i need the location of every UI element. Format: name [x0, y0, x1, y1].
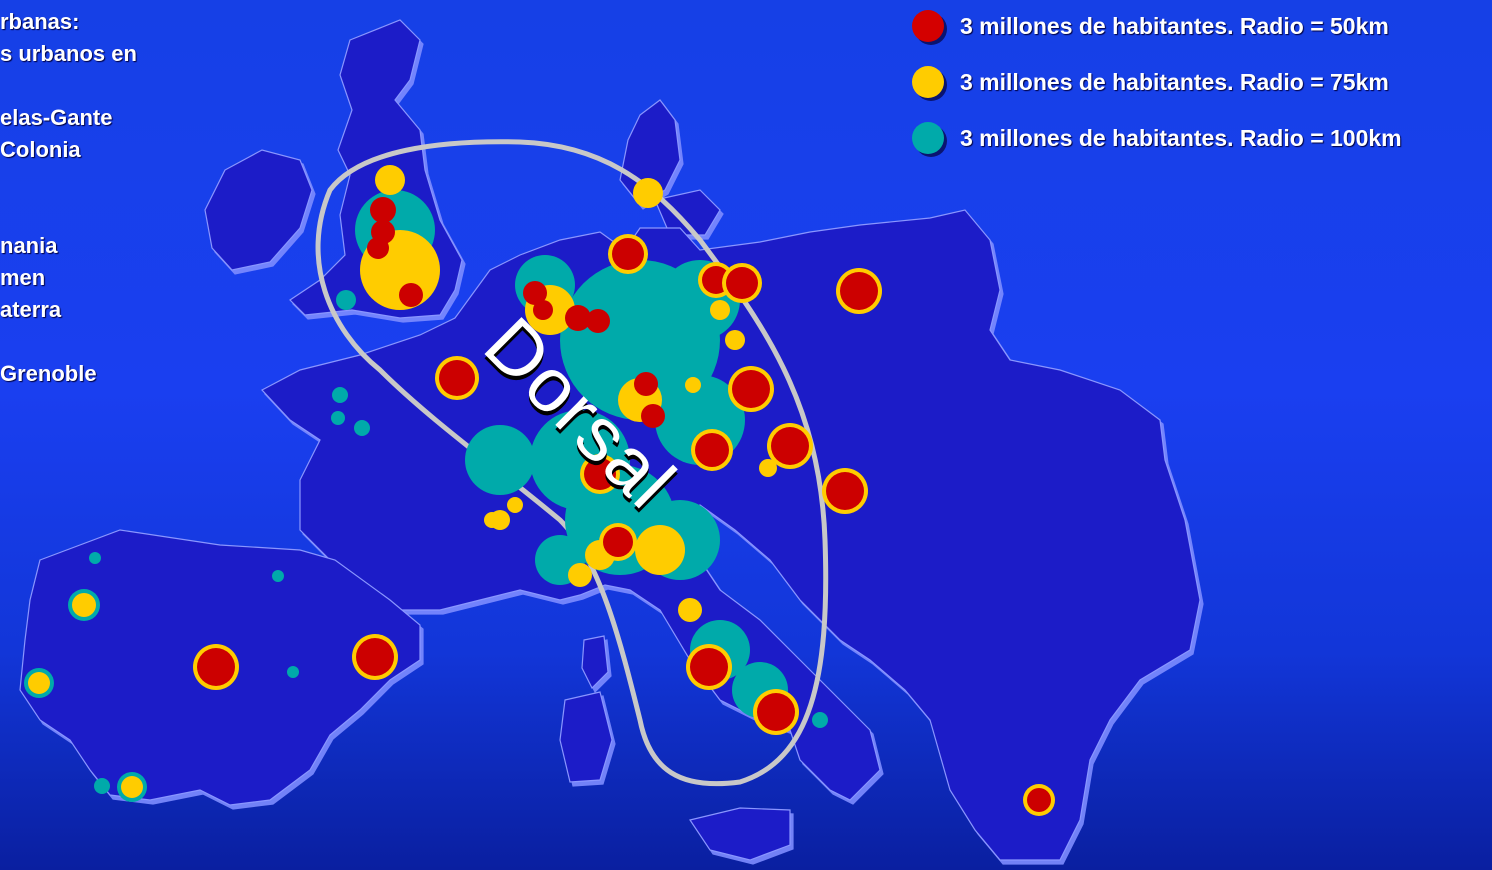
left-text-line-11: Grenoble — [0, 361, 97, 386]
yellow-blob-9 — [759, 459, 777, 477]
left-text-line-2 — [0, 70, 200, 102]
left-text-line-4: Colonia — [0, 137, 81, 162]
legend-label-75km: 3 millones de habitantes. Radio = 75km — [960, 69, 1389, 95]
land-sicily — [689, 807, 791, 861]
red-dot-icon — [912, 10, 944, 42]
left-text-line-5 — [0, 166, 200, 198]
teal-dot-1 — [354, 420, 370, 436]
red-city-1 — [612, 238, 644, 270]
yellow-blob-7 — [484, 512, 500, 528]
left-text-line-9: aterra — [0, 297, 62, 322]
teal-dot-3 — [89, 552, 101, 564]
red-city-3 — [726, 267, 758, 299]
yellow-blob-12 — [710, 300, 730, 320]
legend-label-50km: 3 millones de habitantes. Radio = 50km — [960, 13, 1389, 39]
yellow-blob-1 — [375, 165, 405, 195]
red-city-7 — [826, 472, 864, 510]
land-ireland — [204, 149, 313, 271]
teal-dot-icon — [912, 122, 944, 154]
red-city-10 — [690, 648, 728, 686]
red-cluster-9 — [641, 404, 665, 428]
left-text-line-3: elas-Gante — [0, 105, 113, 130]
red-city-15 — [1027, 788, 1051, 812]
teal-dot-5 — [287, 666, 299, 678]
teal-dot-2 — [331, 411, 345, 425]
teal-dot-6 — [94, 778, 110, 794]
yellow-inner-0 — [72, 593, 96, 617]
land-continent — [261, 209, 1201, 861]
teal-dot-8 — [336, 290, 356, 310]
yellow-blob-11 — [685, 377, 701, 393]
red-city-11 — [757, 693, 795, 731]
red-city-12 — [603, 527, 633, 557]
red-cluster-5 — [533, 300, 553, 320]
red-city-0 — [439, 360, 475, 396]
dorsal-outline — [315, 139, 829, 787]
red-city-14 — [356, 638, 394, 676]
red-city-9 — [584, 458, 616, 490]
left-text-line-8: men — [0, 265, 46, 290]
red-city-6 — [771, 427, 809, 465]
red-city-4 — [840, 272, 878, 310]
yellow-blob-8 — [507, 497, 523, 513]
left-text-line-0: rbanas: — [0, 9, 80, 34]
yellow-dot-icon — [912, 66, 944, 98]
left-text-line-6 — [0, 198, 200, 230]
red-cluster-2 — [367, 237, 389, 259]
teal-dot-7 — [812, 712, 828, 728]
yellow-blob-13 — [725, 330, 745, 350]
teal-dot-0 — [332, 387, 348, 403]
red-cluster-8 — [634, 372, 658, 396]
red-city-8 — [695, 433, 729, 467]
red-cluster-6 — [565, 305, 591, 331]
red-city-13 — [197, 648, 235, 686]
land-corsica — [581, 635, 609, 690]
yellow-blob-4 — [635, 525, 685, 575]
land-sardinia — [559, 691, 613, 783]
teal-blob-5 — [465, 425, 535, 495]
yellow-blob-10 — [633, 178, 663, 208]
left-text-line-10 — [0, 326, 200, 358]
red-city-5 — [732, 370, 770, 408]
yellow-inner-2 — [121, 776, 143, 798]
city-markers — [24, 165, 1055, 816]
yellow-blob-15 — [678, 598, 702, 622]
yellow-inner-1 — [28, 672, 50, 694]
teal-dot-4 — [272, 570, 284, 582]
red-cluster-7 — [586, 309, 610, 333]
red-cluster-0 — [370, 197, 396, 223]
left-text-line-1: s urbanos en — [0, 41, 137, 66]
yellow-blob-14 — [568, 563, 592, 587]
red-cluster-4 — [523, 281, 547, 305]
red-cluster-3 — [399, 283, 423, 307]
left-text-line-7: nania — [0, 233, 58, 258]
left-text-block: rbanas: s urbanos en elas-Gante Colonia … — [0, 6, 200, 390]
legend-label-100km: 3 millones de habitantes. Radio = 100km — [960, 125, 1402, 151]
